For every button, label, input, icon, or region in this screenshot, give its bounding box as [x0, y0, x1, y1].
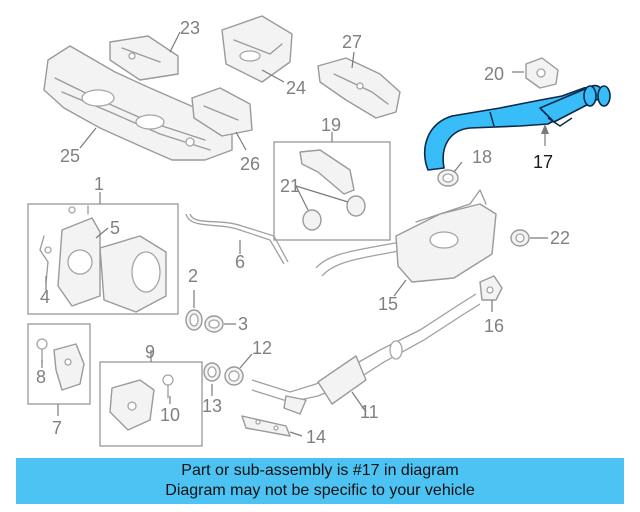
part-7-group-box: [27, 323, 91, 405]
callout-17[interactable]: 17: [533, 152, 553, 172]
callout-21[interactable]: 21: [280, 176, 300, 196]
callout-26[interactable]: 26: [240, 154, 260, 174]
callout-4[interactable]: 4: [40, 287, 50, 307]
part-1-group-box: [27, 203, 179, 315]
callout-1[interactable]: 1: [94, 174, 104, 194]
part-12-gasket[interactable]: [224, 366, 244, 386]
callout-9[interactable]: 9: [145, 342, 155, 362]
callout-10[interactable]: 10: [160, 405, 180, 425]
part-22-isolator[interactable]: [510, 229, 530, 247]
callout-3[interactable]: 3: [238, 314, 248, 334]
part-6-pipe[interactable]: [185, 213, 289, 265]
callout-15[interactable]: 15: [378, 294, 398, 314]
callout-22[interactable]: 22: [550, 228, 570, 248]
part-21-isolator[interactable]: [302, 195, 366, 231]
part-24-heat-shield[interactable]: [221, 15, 293, 83]
part-13-gasket[interactable]: [203, 362, 221, 382]
part-8-bolt[interactable]: [36, 338, 48, 363]
callout-12[interactable]: 12: [252, 338, 272, 358]
callout-24[interactable]: 24: [286, 78, 306, 98]
part-26-heat-shield[interactable]: [191, 87, 253, 137]
callout-5[interactable]: 5: [110, 218, 120, 238]
part-9-bracket[interactable]: [109, 379, 155, 431]
part-27-heat-shield[interactable]: [317, 57, 401, 119]
callout-25[interactable]: 25: [60, 146, 80, 166]
callout-16[interactable]: 16: [484, 316, 504, 336]
callout-18[interactable]: 18: [472, 147, 492, 167]
callout-8[interactable]: 8: [36, 367, 46, 387]
part-25-heat-shield[interactable]: [43, 45, 233, 161]
callout-11[interactable]: 11: [360, 402, 379, 422]
part-4-sensor[interactable]: [39, 205, 89, 283]
part-19-bracket[interactable]: [299, 149, 355, 195]
part-10-bolt[interactable]: [162, 374, 174, 399]
callout-20[interactable]: 20: [484, 64, 504, 84]
part-23-bracket[interactable]: [109, 35, 179, 81]
part-7-bracket[interactable]: [53, 343, 85, 391]
part-2-gasket[interactable]: [185, 309, 203, 331]
banner-part-number-text: Part or sub-assembly is #17 in diagram: [181, 462, 459, 479]
callout-14[interactable]: 14: [306, 427, 326, 447]
part-3-gasket[interactable]: [204, 315, 224, 333]
part-15-muffler[interactable]: [315, 189, 497, 283]
callout-13[interactable]: 13: [202, 396, 222, 416]
banner-disclaimer-text: Diagram may not be specific to your vehi…: [165, 482, 475, 499]
callout-2[interactable]: 2: [188, 266, 198, 286]
part-17-tail-pipe-highlighted[interactable]: [424, 84, 611, 171]
part-11-front-pipe[interactable]: [251, 293, 481, 415]
part-18-clamp[interactable]: [437, 169, 459, 187]
callout-23[interactable]: 23: [180, 18, 200, 38]
callout-6[interactable]: 6: [235, 252, 245, 272]
part-5-heat-shield[interactable]: [57, 217, 101, 307]
part-20-hanger-bracket[interactable]: [525, 57, 559, 89]
callout-7[interactable]: 7: [52, 418, 62, 438]
part-16-hanger[interactable]: [479, 275, 503, 301]
part-1-catalytic-assembly[interactable]: [99, 235, 167, 313]
part-14-heat-shield[interactable]: [241, 415, 291, 437]
callout-27[interactable]: 27: [342, 32, 362, 52]
callout-19[interactable]: 19: [321, 115, 341, 135]
part-info-banner: Part or sub-assembly is #17 in diagram D…: [16, 458, 624, 504]
